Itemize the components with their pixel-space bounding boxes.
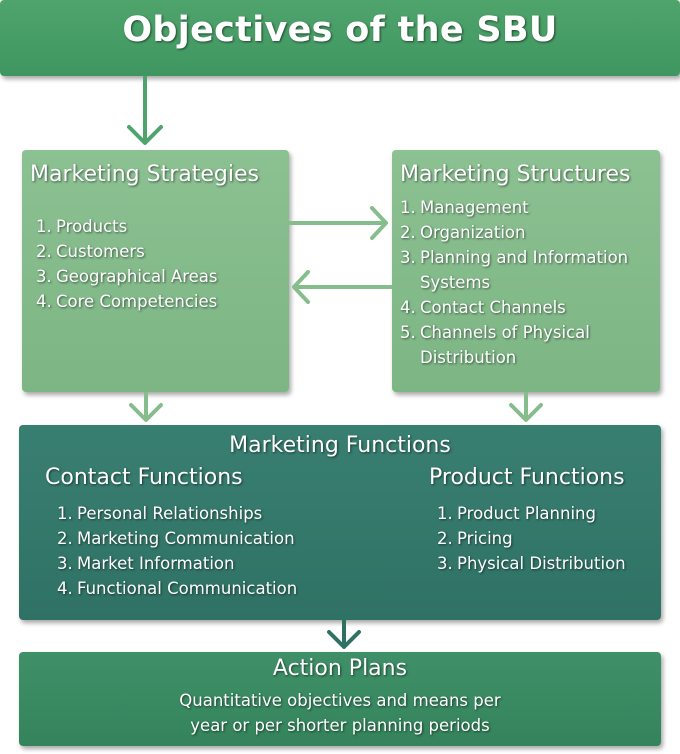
action-plans-box: Action Plans Quantitative objectives and… [19, 652, 661, 746]
action-plans-description: Quantitative objectives and means per ye… [19, 688, 661, 738]
marketing-structures-box: Marketing Structures 1.Management 2.Orga… [392, 150, 660, 392]
list-item: 3.Geographical Areas [36, 267, 218, 286]
contact-functions-title: Contact Functions [45, 465, 243, 490]
list-item: 4.Contact Channels [400, 298, 566, 317]
list-item: 5.Channels of Physical Distribution [400, 323, 590, 367]
action-plans-title: Action Plans [272, 656, 408, 681]
arrow-down-icon [129, 392, 163, 422]
marketing-strategies-title: Marketing Strategies [30, 162, 259, 187]
marketing-functions-box: Marketing Functions Contact Functions Pr… [19, 425, 661, 620]
arrow-down-icon [127, 76, 163, 145]
marketing-strategies-box: Marketing Strategies 1.Products 2.Custom… [22, 150, 289, 392]
product-functions-list: 1.Product Planning 2.Pricing 3.Physical … [437, 501, 626, 576]
arrow-down-icon [509, 392, 543, 422]
arrow-right-icon [289, 206, 388, 240]
marketing-structures-list: 1.Management 2.Organization 3.Planning a… [400, 195, 656, 370]
arrow-left-icon [292, 270, 392, 304]
list-item: 3.Market Information [57, 554, 235, 573]
list-item: 1.Product Planning [437, 504, 596, 523]
product-functions-title: Product Functions [429, 465, 625, 490]
sbu-objectives-box: Objectives of the SBU [0, 0, 680, 76]
list-item: 1.Personal Relationships [57, 504, 263, 523]
list-item: 1.Management [400, 198, 529, 217]
marketing-structures-title: Marketing Structures [400, 162, 631, 187]
diagram-title: Objectives of the SBU [122, 10, 558, 50]
list-item: 1.Products [36, 217, 128, 236]
list-item: 3.Physical Distribution [437, 554, 626, 573]
marketing-functions-title: Marketing Functions [229, 433, 451, 458]
arrow-down-icon [327, 620, 361, 649]
list-item: 2.Organization [400, 223, 526, 242]
action-plans-description-line: Quantitative objectives and means per [179, 691, 501, 710]
list-item: 2.Pricing [437, 529, 513, 548]
marketing-strategies-list: 1.Products 2.Customers 3.Geographical Ar… [36, 214, 218, 314]
list-item: 4.Functional Communication [57, 579, 298, 598]
action-plans-description-line: year or per shorter planning periods [190, 716, 490, 735]
list-item: 3.Planning and Information Systems [400, 248, 629, 292]
contact-functions-list: 1.Personal Relationships 2.Marketing Com… [57, 501, 297, 601]
list-item: 4.Core Competencies [36, 292, 218, 311]
list-item: 2.Customers [36, 242, 145, 261]
list-item: 2.Marketing Communication [57, 529, 295, 548]
